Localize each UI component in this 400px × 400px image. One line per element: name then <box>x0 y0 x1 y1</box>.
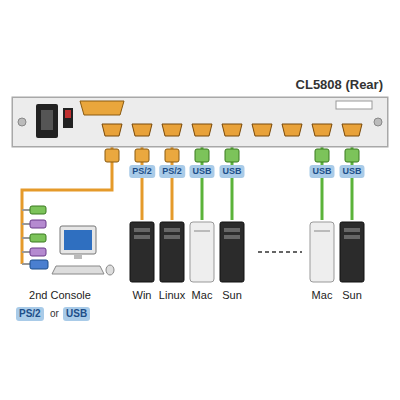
computer-node: Mac <box>186 220 218 302</box>
node-label: Mac <box>312 289 333 302</box>
node-label: Sun <box>222 289 242 302</box>
console-type-tag: USB <box>63 307 90 321</box>
computer-node: Sun <box>216 220 248 302</box>
kvm-cable <box>22 147 112 200</box>
kvm-ports <box>102 124 362 136</box>
kvm-rear-panel: CL5808 (Rear) <box>12 97 388 147</box>
connector-type-tag: PS/2 <box>129 165 155 178</box>
node-label: Linux <box>159 289 185 302</box>
rear-panel <box>12 97 388 147</box>
connector-type-tag: USB <box>219 165 244 178</box>
console-illustration <box>22 200 114 275</box>
cable-plugs <box>105 149 359 162</box>
node-label: 2nd Console <box>29 289 91 302</box>
computer-node: Win <box>126 220 158 302</box>
screw <box>18 118 26 126</box>
connector-type-tag: USB <box>339 165 364 178</box>
computer-towers <box>130 222 364 282</box>
node-label: Mac <box>192 289 213 302</box>
note-text: or <box>50 308 59 320</box>
console-station: 2nd Console <box>12 200 108 302</box>
power-switch <box>63 108 73 128</box>
computer-node: Mac <box>306 220 338 302</box>
model-title: CL5808 (Rear) <box>296 78 383 91</box>
power-socket <box>36 104 58 138</box>
computer-node: Linux <box>156 220 188 302</box>
connector-type-tag: USB <box>309 165 334 178</box>
connector-type-tag: PS/2 <box>159 165 185 178</box>
power-switch <box>65 110 71 118</box>
node-label: Sun <box>342 289 362 302</box>
rating-plate <box>336 101 372 109</box>
db-connector <box>80 101 124 115</box>
node-label: Win <box>133 289 152 302</box>
more-computers-dash <box>258 251 302 253</box>
connector-type-tag: USB <box>189 165 214 178</box>
power-socket <box>41 110 53 130</box>
console-type-tag: PS/2 <box>16 307 44 321</box>
computer-node: Sun <box>336 220 368 302</box>
screw <box>374 118 382 126</box>
